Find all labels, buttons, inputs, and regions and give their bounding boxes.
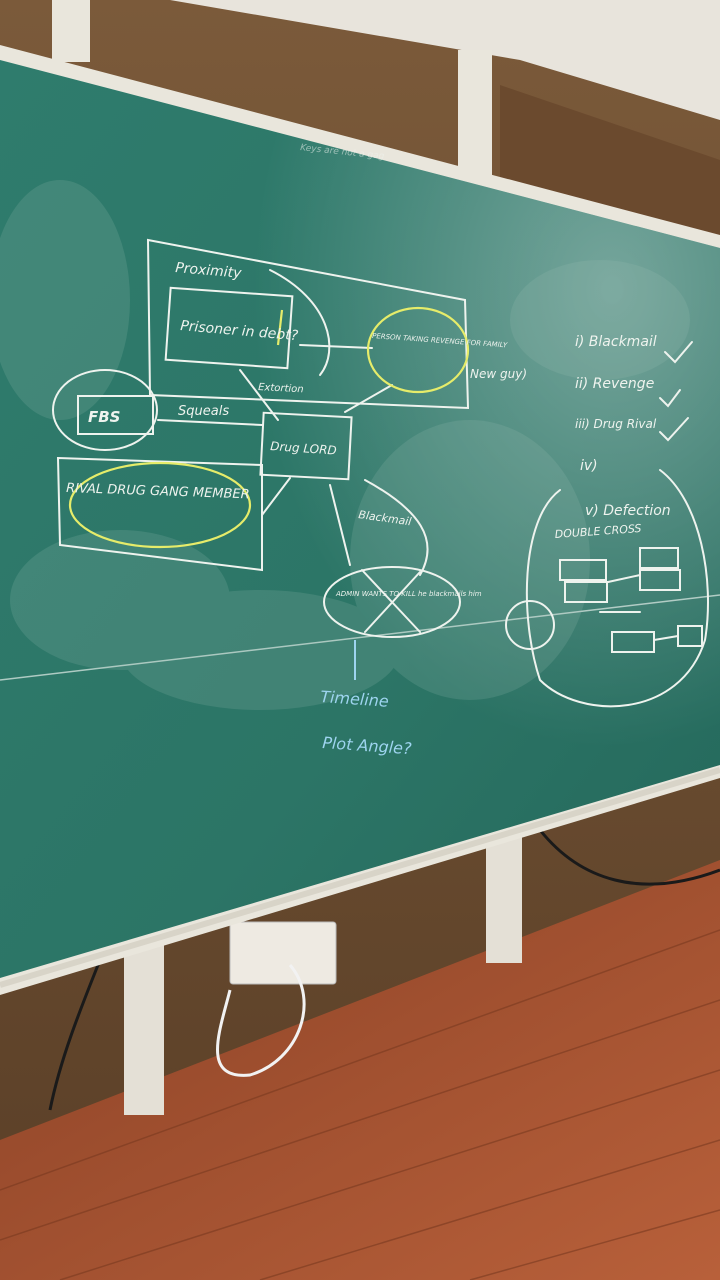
chalk-tray: [0, 767, 720, 988]
diagram-line-3: [653, 635, 679, 641]
board-seam: [0, 594, 720, 681]
arrow-rival-drug: [261, 477, 291, 516]
squeals-label: Squeals: [178, 404, 229, 419]
check-1: [664, 341, 693, 364]
proximity-label: Proximity: [175, 260, 243, 282]
new-guy-label: New guy): [470, 367, 527, 381]
prisoner-box: [164, 286, 294, 370]
erase-smudges: [0, 180, 690, 710]
blackmail-arrow: [364, 479, 429, 576]
wooden-floor: [0, 860, 720, 1280]
reason-list: i) Blackmail ii) Revenge iii) Drug Rival…: [575, 334, 671, 519]
cable-dark: [48, 959, 102, 1111]
diagram-box-5: [611, 631, 655, 653]
floor-planks: [0, 929, 720, 1280]
ceiling: [170, 0, 720, 120]
fbs-circle: [52, 369, 158, 451]
list-item: iii) Drug Rival: [575, 417, 657, 431]
upper-post-left: [52, 0, 90, 62]
timeline-label: Timeline: [320, 687, 390, 711]
prisoner-yellow-mark: [276, 309, 284, 346]
cable-dark-right: [538, 829, 720, 886]
extortion-label: Extortion: [258, 382, 304, 395]
person-yellow-circle: [366, 306, 470, 394]
diagram-box-4: [639, 569, 681, 591]
arrow-admin-drug: [329, 484, 351, 566]
lower-post-left: [124, 945, 164, 1115]
diagram-box-2: [639, 547, 679, 569]
diagram-box-1: [559, 559, 607, 581]
rival-box: [56, 456, 263, 572]
proximity-arrow: [269, 269, 331, 376]
rival-label: RIVAL DRUG GANG MEMBER: [66, 481, 250, 502]
defection-blob: [525, 469, 709, 708]
double-cross-label: DOUBLE CROSS: [554, 522, 642, 541]
drug-lord-label: Drug LORD: [270, 439, 337, 458]
list-item: iv): [580, 458, 598, 474]
rival-yellow-circle: [68, 461, 252, 549]
admin-ellipse: [323, 566, 461, 638]
lower-post-right: [486, 835, 522, 963]
check-2: [659, 389, 681, 408]
upper-wall-panel: [500, 85, 720, 240]
fbs-label: FBS: [88, 408, 120, 426]
cable: [216, 964, 306, 1077]
admin-label: ADMIN WANTS TO KILL he blackmails him: [335, 590, 482, 598]
squeals-line: [157, 419, 263, 426]
diagram-line-1: [607, 574, 641, 583]
fbs-box: [77, 395, 154, 435]
arrow-prisoner-drug: [239, 369, 279, 421]
list-item: v) Defection: [585, 503, 671, 519]
power-socket: [229, 921, 337, 985]
drug-lord-box: [259, 411, 353, 481]
diagram-box-3: [564, 581, 608, 603]
admin-cross-1: [361, 569, 421, 633]
board-glare: [0, 60, 720, 978]
arrow-person-drug: [344, 384, 393, 413]
diagram-circle: [505, 600, 555, 650]
upper-post-right: [458, 50, 492, 175]
list-item: i) Blackmail: [575, 334, 657, 350]
admin-cross-2: [364, 571, 421, 633]
list-item: ii) Revenge: [575, 376, 654, 392]
check-3: [659, 417, 689, 442]
outer-box: [146, 238, 470, 410]
arrow-prisoner-person: [299, 344, 373, 349]
